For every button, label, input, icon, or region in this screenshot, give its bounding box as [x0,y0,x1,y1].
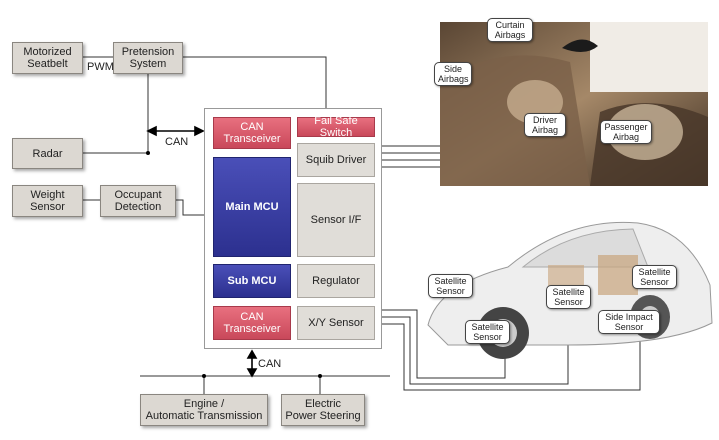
sensor-if: Sensor I/F [297,183,375,257]
squib-driver: Squib Driver [297,143,375,177]
satellite-sensor-callout-2: Satellite Sensor [465,320,510,344]
driver-airbag-callout: Driver Airbag [524,113,566,137]
occupant-detection-box: Occupant Detection [100,185,176,217]
car-interior-image [440,22,708,186]
fail-safe-switch: Fail Safe Switch [297,115,375,139]
airbag-ecu: CAN Transceiver Fail Safe Switch Squib D… [204,108,382,349]
rearview-mirror-icon [562,39,598,53]
curtain-airbags-callout: Curtain Airbags [487,18,533,42]
can-label-top: CAN [165,136,189,148]
weight-sensor-box: Weight Sensor [12,185,83,217]
satellite-sensor-callout-1: Satellite Sensor [428,274,473,298]
satellite-sensor-callout-4: Satellite Sensor [632,265,677,289]
motorized-seatbelt-box: Motorized Seatbelt [12,42,83,74]
radar-box: Radar [12,138,83,169]
pretension-system-box: Pretension System [113,42,183,74]
can-label-bottom: CAN [258,358,282,370]
passenger-airbag-callout: Passenger Airbag [600,120,652,144]
engine-transmission-box: Engine / Automatic Transmission [140,394,268,426]
electric-power-steering-box: Electric Power Steering [281,394,365,426]
side-impact-sensor-callout: Side Impact Sensor [598,310,660,334]
main-mcu: Main MCU [213,157,291,257]
satellite-sensor-callout-3: Satellite Sensor [546,285,591,309]
pwm-label: PWM [87,61,114,73]
xy-sensor: X/Y Sensor [297,306,375,340]
side-airbags-callout: Side Airbags [434,62,472,86]
regulator: Regulator [297,264,375,298]
can-transceiver-bottom: CAN Transceiver [213,306,291,340]
sub-mcu: Sub MCU [213,264,291,298]
can-transceiver-top: CAN Transceiver [213,117,291,149]
